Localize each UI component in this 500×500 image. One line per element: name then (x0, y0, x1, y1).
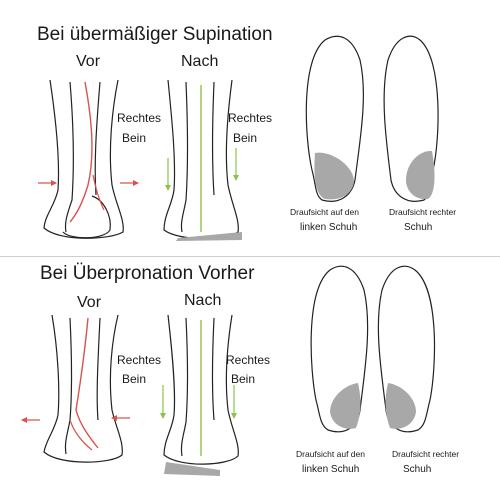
leg-label: Rechtes (226, 353, 271, 367)
before-label: Vor (76, 53, 101, 70)
leg-before-supination (43, 79, 124, 239)
insole-wedge (176, 232, 242, 241)
leg-after-pronation (163, 314, 239, 465)
alignment-line-red (69, 81, 93, 223)
leg-label: Rechtes (117, 353, 162, 367)
insole-wedge (164, 462, 220, 476)
right-shoe-top-view-supination (383, 35, 439, 202)
section-divider (0, 256, 500, 257)
left-shoe-caption: linken Schuh (300, 222, 358, 233)
alignment-line-red (92, 174, 105, 211)
after-label: Nach (184, 292, 222, 309)
leg-label: Bein (122, 372, 147, 386)
left-shoe-caption: linken Schuh (302, 464, 360, 475)
section-title: Bei übermäßiger Supination (37, 24, 273, 45)
right-shoe-caption: Schuh (404, 222, 433, 233)
left-shoe-caption: Draufsicht auf den (296, 449, 365, 459)
after-label: Nach (181, 53, 219, 70)
before-label: Vor (77, 294, 102, 311)
left-shoe-caption: Draufsicht auf den (290, 207, 359, 217)
right-shoe-caption: Schuh (403, 464, 432, 475)
right-shoe-top-view-pronation (377, 265, 436, 433)
left-shoe-top-view-supination (305, 35, 364, 202)
right-shoe-caption: Draufsicht rechter (392, 449, 460, 459)
right-shoe-caption: Draufsicht rechter (389, 207, 457, 217)
leg-label: Rechtes (117, 111, 162, 125)
alignment-line-red (69, 419, 93, 451)
leg-label: Bein (231, 372, 256, 386)
alignment-line-red (75, 317, 99, 449)
leg-label: Rechtes (228, 111, 273, 125)
leg-before-pronation (43, 314, 123, 463)
leg-label: Bein (122, 131, 147, 145)
left-shoe-top-view-pronation (310, 265, 369, 433)
leg-label: Bein (233, 131, 258, 145)
section-title: Bei Überpronation Vorher (40, 263, 255, 284)
